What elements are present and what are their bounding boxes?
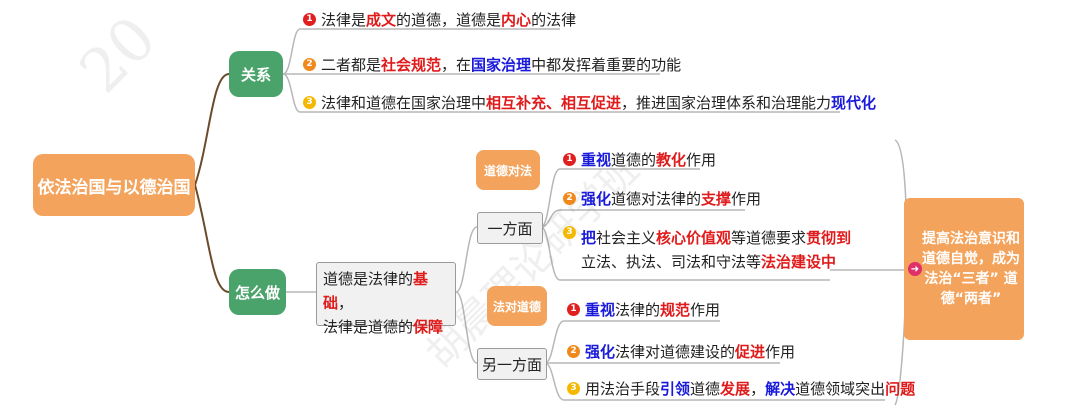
text-run: 二者都是 <box>321 56 382 74</box>
text-run: ，推进国家治理体系和治理能力 <box>621 94 832 112</box>
item-line-1: 把社会主义核心价值观等道德要求贯彻到 <box>581 226 851 250</box>
text-run: ， <box>338 294 354 312</box>
text-run: 发展 <box>720 380 751 398</box>
text-run: 国家治理 <box>471 56 532 74</box>
number-badge-icon: 3 <box>567 382 580 395</box>
statement-line-2: 法律是道德的保障 <box>323 315 449 339</box>
text-run: 的道德，道德是 <box>396 11 502 29</box>
relation-item-1: 1 法律是成文的道德，道德是内心的法律 <box>303 9 576 30</box>
text-run: 法律和道德在国家治理中 <box>321 94 487 112</box>
how-node[interactable]: 怎么做 <box>229 269 286 315</box>
side-two-node[interactable]: 另一方面 <box>477 348 547 380</box>
text-run: 法律是道德的 <box>323 318 414 336</box>
relation-item-3: 3 法律和道德在国家治理中相互补充、相互促进，推进国家治理体系和治理能力现代化 <box>303 92 876 113</box>
tag-law-to-morality: 法对道德 <box>487 286 547 326</box>
number-badge-icon: 3 <box>303 96 316 109</box>
arrow-right-icon: ➜ <box>908 262 922 276</box>
text-run: 引领 <box>660 380 691 398</box>
item-line-2: 立法、执法、司法和守法等法治建设中 <box>581 250 851 274</box>
text-run: 道德是法律的 <box>323 270 414 288</box>
text-run: 道德对法律的 <box>611 190 702 208</box>
number-badge-icon: 2 <box>303 58 316 71</box>
text-run: 问题 <box>885 380 916 398</box>
text-run: 道德 <box>690 380 721 398</box>
side2-item-1: 1 重视法律的规范作用 <box>567 299 720 320</box>
text-run: 作用 <box>731 190 762 208</box>
text-run: 贯彻到 <box>806 229 852 247</box>
text-run: 规范 <box>660 301 691 319</box>
text-run: 社会规范 <box>381 56 442 74</box>
text-run: 重视 <box>585 301 616 319</box>
item-text: 法律和道德在国家治理中相互补充、相互促进，推进国家治理体系和治理能力现代化 <box>321 92 876 113</box>
text-run: 重视 <box>581 151 612 169</box>
item-text: 把社会主义核心价值观等道德要求贯彻到立法、执法、司法和守法等法治建设中 <box>581 226 851 274</box>
text-run: 相互补充、相互促进 <box>486 94 622 112</box>
text-run: ， <box>750 380 766 398</box>
number-badge-icon: 2 <box>563 192 576 205</box>
tag-morality-to-law: 道德对法 <box>476 150 540 190</box>
text-run: 法律是 <box>321 11 367 29</box>
text-run: 法律对道德建设的 <box>615 343 736 361</box>
text-run: 社会主义 <box>596 229 657 247</box>
conclusion-box[interactable]: 提高法治意识和道德自觉，成为法治“三者” 道德“两者” <box>904 198 1024 340</box>
number-badge-icon: 3 <box>563 226 576 239</box>
number-badge-icon: 2 <box>567 345 580 358</box>
text-run: 保障 <box>413 318 444 336</box>
number-badge-icon: 1 <box>563 153 576 166</box>
item-text: 强化法律对道德建设的促进作用 <box>585 341 795 362</box>
item-text: 强化道德对法律的支撑作用 <box>581 188 761 209</box>
side-one-node[interactable]: 一方面 <box>477 212 543 244</box>
item-text: 重视法律的规范作用 <box>585 299 720 320</box>
text-run: 教化 <box>656 151 687 169</box>
text-run: 法治建设中 <box>761 253 837 271</box>
side2-item-3: 3 用法治手段引领道德发展，解决道德领域突出问题 <box>567 378 915 399</box>
text-run: 等道德要求 <box>731 229 807 247</box>
text-run: 法律的 <box>615 301 661 319</box>
item-text: 重视道德的教化作用 <box>581 149 716 170</box>
text-run: 作用 <box>686 151 717 169</box>
number-badge-icon: 1 <box>567 303 580 316</box>
statement-line-1: 道德是法律的基础， <box>323 267 449 315</box>
side2-item-2: 2 强化法律对道德建设的促进作用 <box>567 341 795 362</box>
text-run: ，在 <box>441 56 472 74</box>
item-text: 法律是成文的道德，道德是内心的法律 <box>321 9 576 30</box>
text-run: 强化 <box>581 190 612 208</box>
relation-item-2: 2 二者都是社会规范，在国家治理中都发挥着重要的功能 <box>303 54 681 75</box>
text-run: 强化 <box>585 343 616 361</box>
text-run: 解决 <box>765 380 796 398</box>
text-run: 作用 <box>765 343 796 361</box>
text-run: 支撑 <box>701 190 732 208</box>
item-text: 用法治手段引领道德发展，解决道德领域突出问题 <box>585 378 915 399</box>
conclusion-text: 提高法治意识和道德自觉，成为法治“三者” 道德“两者” <box>922 231 1020 307</box>
text-run: 道德的 <box>611 151 657 169</box>
side1-item-1: 1 重视道德的教化作用 <box>563 149 716 170</box>
text-run: 把 <box>581 229 597 247</box>
statement-box[interactable]: 道德是法律的基础， 法律是道德的保障 <box>316 262 456 336</box>
text-run: 促进 <box>735 343 766 361</box>
side1-item-2: 2 强化道德对法律的支撑作用 <box>563 188 761 209</box>
text-run: 立法、执法、司法和守法等 <box>581 253 762 271</box>
text-run: 用法治手段 <box>585 380 661 398</box>
text-run: 作用 <box>690 301 721 319</box>
text-run: 成文 <box>366 11 397 29</box>
number-badge-icon: 1 <box>303 13 316 26</box>
relation-node[interactable]: 关系 <box>229 51 283 97</box>
text-run: 内心 <box>501 11 532 29</box>
text-run: 核心价值观 <box>656 229 732 247</box>
text-run: 中都发挥着重要的功能 <box>531 56 682 74</box>
root-node[interactable]: 依法治国与以德治国 <box>33 154 195 216</box>
item-text: 二者都是社会规范，在国家治理中都发挥着重要的功能 <box>321 54 681 75</box>
text-run: 的法律 <box>531 11 577 29</box>
text-run: 基础 <box>323 270 429 312</box>
text-run: 现代化 <box>831 94 877 112</box>
text-run: 道德领域突出 <box>795 380 886 398</box>
